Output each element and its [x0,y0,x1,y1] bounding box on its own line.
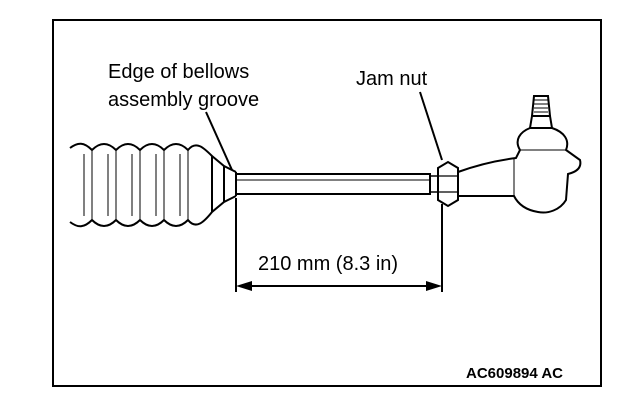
jam-nut [437,160,459,208]
bellows-boot [69,142,237,228]
figure-id-label: AC609894 AC [466,365,563,382]
dimension-arrow-left [236,281,252,291]
tie-rod-shaft [236,173,439,195]
dimension-label: 210 mm (8.3 in) [258,253,398,275]
jam-nut-label: Jam nut [356,68,428,90]
dimension-line [235,198,443,292]
tie-rod-end [457,95,582,214]
bellows-edge-label-line2: assembly groove [108,89,259,111]
leader-lines [205,91,443,171]
dimension-arrow-right [426,281,442,291]
figure-frame [52,19,602,387]
bellows-edge-label-line1: Edge of bellows [108,61,249,83]
